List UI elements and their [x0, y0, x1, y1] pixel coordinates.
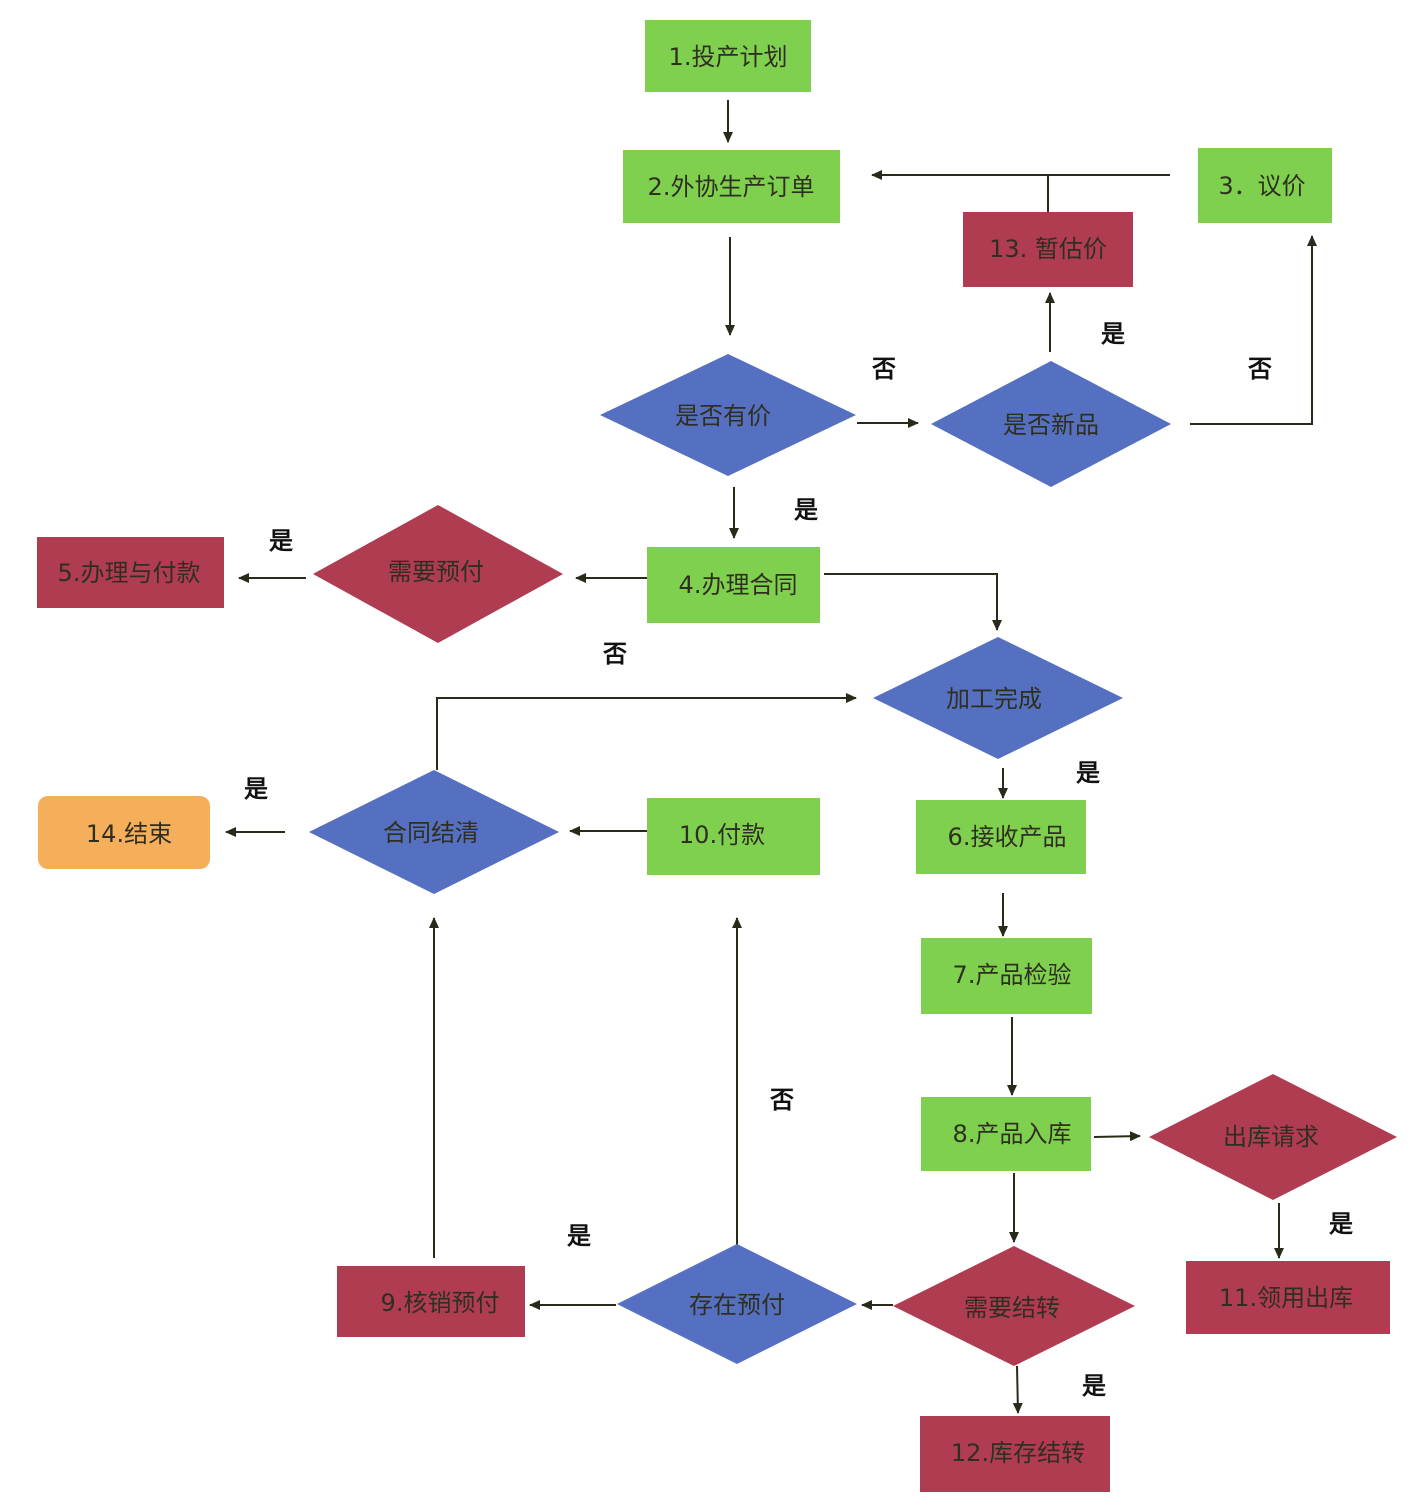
box-13-label: 13. 暂估价 — [989, 235, 1107, 263]
box-2-label: 2.外协生产订单 — [648, 173, 815, 201]
box-7: 7.产品检验 — [921, 938, 1092, 1014]
box-9: 9.核销预付 — [337, 1266, 525, 1337]
box-3: 3．议价 — [1198, 148, 1332, 223]
decision-need-prepay-label: 需要预付 — [388, 558, 484, 586]
decision-need-carryover-label: 需要结转 — [964, 1294, 1060, 1322]
decision-has-price-label: 是否有价 — [675, 402, 771, 430]
box-7-label: 7.产品检验 — [953, 961, 1072, 989]
box-9-label: 9.核销预付 — [381, 1289, 500, 1317]
connectors — [225, 100, 1317, 1414]
label-yes-done: 是 — [1076, 759, 1100, 787]
decision-is-new-label: 是否新品 — [1003, 411, 1099, 439]
arrow-new-to-3 — [1190, 235, 1317, 425]
label-yes-out: 是 — [1329, 1210, 1353, 1238]
box-11: 11.领用出库 — [1186, 1261, 1390, 1334]
branch-labels: 否 是 否 是 是 否 是 是 否 是 是 是 — [244, 320, 1353, 1400]
label-yes-price: 是 — [794, 496, 818, 524]
box-6-label: 6.接收产品 — [948, 823, 1067, 851]
decision-processing-done: 加工完成 — [873, 637, 1123, 759]
box-12: 12.库存结转 — [920, 1416, 1110, 1492]
label-no-prepay: 否 — [602, 640, 627, 668]
label-no-price: 否 — [871, 355, 896, 383]
decision-contract-settled: 合同结清 — [309, 770, 559, 894]
box-14-label: 14.结束 — [86, 820, 172, 848]
decision-prepay-exists-label: 存在预付 — [689, 1291, 785, 1319]
decision-need-carryover: 需要结转 — [893, 1246, 1135, 1366]
box-2: 2.外协生产订单 — [623, 150, 840, 223]
box-11-label: 11.领用出库 — [1219, 1284, 1353, 1312]
decision-outbound-request-label: 出库请求 — [1223, 1123, 1319, 1151]
decision-outbound-request: 出库请求 — [1149, 1074, 1397, 1200]
box-8-label: 8.产品入库 — [953, 1120, 1072, 1148]
box-13: 13. 暂估价 — [963, 212, 1133, 287]
box-12-label: 12.库存结转 — [951, 1439, 1085, 1467]
arrow-8-to-out — [1093, 1131, 1141, 1142]
arrow-carry-to-12 — [1012, 1365, 1023, 1414]
label-yes-new: 是 — [1101, 320, 1125, 348]
label-yes-carry: 是 — [1082, 1372, 1106, 1400]
box-10-label: 10.付款 — [679, 821, 765, 849]
box-1: 1.投产计划 — [645, 20, 811, 92]
decision-need-prepay: 需要预付 — [313, 505, 563, 643]
label-yes-prepay: 是 — [269, 527, 293, 555]
label-yes-settled: 是 — [244, 775, 268, 803]
decision-processing-done-label: 加工完成 — [946, 685, 1042, 713]
box-14: 14.结束 — [38, 796, 210, 869]
decision-prepay-exists: 存在预付 — [617, 1244, 857, 1364]
label-no-new: 否 — [1247, 355, 1272, 383]
box-4-label: 4.办理合同 — [679, 571, 798, 599]
label-no-exist: 否 — [769, 1086, 794, 1114]
box-5-label: 5.办理与付款 — [58, 559, 201, 587]
box-8: 8.产品入库 — [921, 1097, 1091, 1171]
box-1-label: 1.投产计划 — [669, 43, 788, 71]
arrow-4-to-done — [824, 573, 1002, 631]
box-6: 6.接收产品 — [916, 800, 1086, 874]
label-yes-exist: 是 — [567, 1222, 591, 1250]
decision-has-price: 是否有价 — [600, 354, 856, 476]
box-4: 4.办理合同 — [647, 547, 820, 623]
box-10: 10.付款 — [647, 798, 820, 875]
box-5: 5.办理与付款 — [37, 537, 224, 608]
decision-contract-settled-label: 合同结清 — [383, 819, 479, 847]
box-3-label: 3．议价 — [1218, 172, 1305, 200]
decision-is-new: 是否新品 — [931, 361, 1171, 487]
arrow-settle-to-done — [436, 693, 857, 770]
